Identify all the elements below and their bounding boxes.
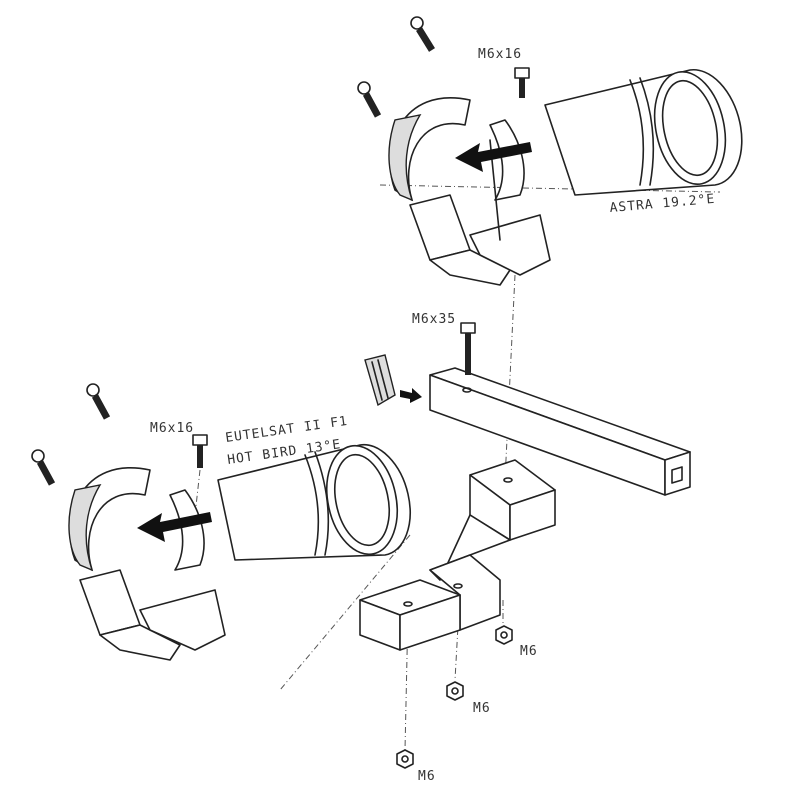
top-screw-2: [357, 81, 382, 118]
left-bolt: [192, 434, 208, 468]
cap-arrow-icon: [400, 388, 422, 403]
nut-1: [495, 625, 513, 645]
top-arrow-icon: [455, 142, 532, 172]
nut-3-label: M6: [418, 769, 436, 784]
nut-2-label: M6: [473, 701, 491, 716]
left-lnb-cylinder: [217, 443, 411, 561]
top-bracket: [409, 139, 551, 286]
top-clamp-ring: [388, 97, 525, 202]
guide-line: [404, 609, 409, 751]
left-clamp-ring: [68, 467, 205, 572]
nut-2: [446, 681, 464, 701]
nut-1-label: M6: [520, 644, 538, 659]
top-lnb-cylinder: [544, 68, 743, 196]
left-screw-1: [86, 383, 111, 420]
guide-line: [189, 469, 201, 561]
rail-bar: [429, 367, 691, 496]
left-screw-2: [31, 449, 56, 486]
guide-line: [504, 274, 516, 481]
end-cap: [364, 354, 396, 407]
left-bracket: [79, 569, 226, 661]
mounting-bracket: [359, 459, 556, 651]
guide-line: [379, 184, 721, 193]
nut-3: [396, 749, 414, 769]
top-satellite-label: ASTRA 19.2°E: [609, 192, 716, 216]
top-screw-1: [410, 16, 435, 52]
top-bolt-label: M6x16: [478, 47, 522, 62]
left-arrow-icon: [137, 512, 212, 542]
left-bolt-label: M6x16: [150, 421, 194, 436]
top-bolt: [514, 67, 530, 98]
middle-bolt-label: M6x35: [412, 312, 456, 327]
middle-bolt: [460, 322, 476, 375]
